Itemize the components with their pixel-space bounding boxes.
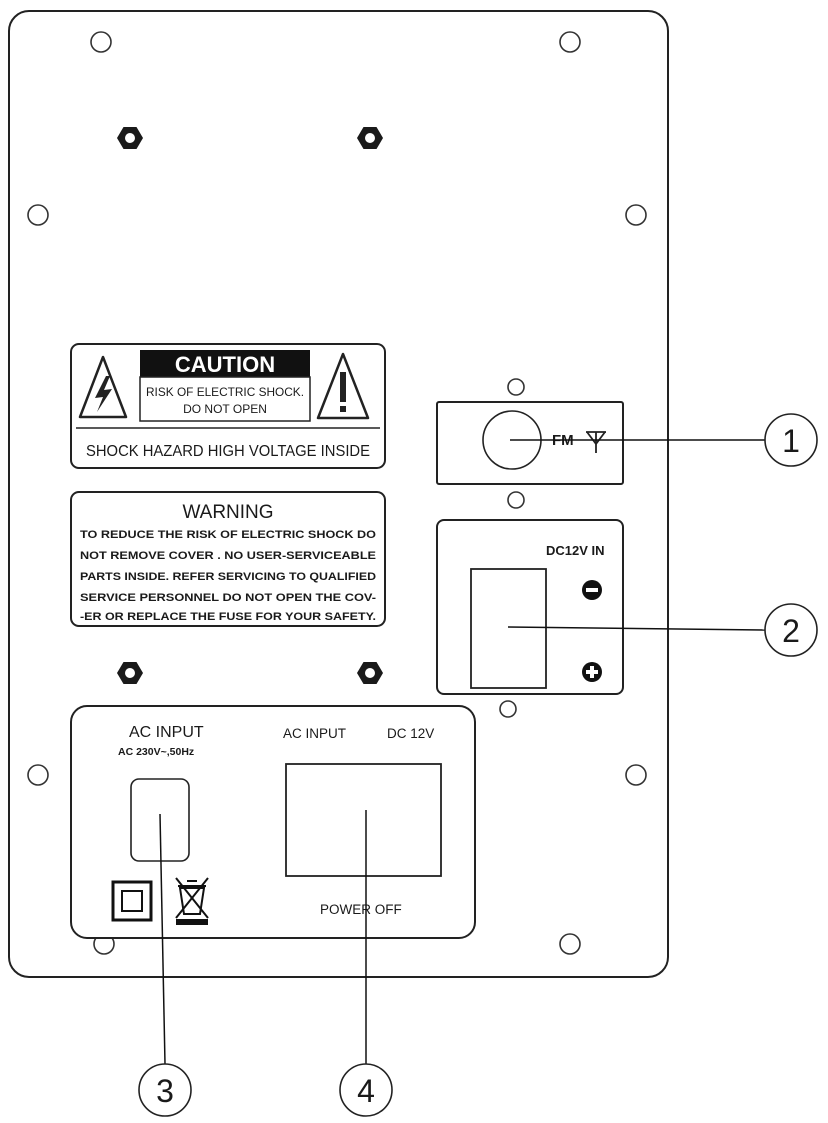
warning-label-frame [70,491,386,627]
leader-line-3 [159,813,166,1065]
caution-line-2: DO NOT OPEN [183,402,267,416]
power-selector-switch[interactable] [285,763,442,877]
callout-number: 3 [156,1073,174,1109]
caution-label: CAUTION RISK OF ELECTRIC SHOCK. DO NOT O… [70,343,386,469]
callout-2: 2 [764,603,818,657]
ac-input-title: AC INPUT [129,724,204,741]
caution-text-box [139,376,311,422]
screw-hole [625,204,647,226]
callout-4: 4 [339,1063,393,1117]
callout-circle [764,603,818,657]
exclamation-warning-icon [316,352,370,420]
switch-ac-label: AC INPUT [283,726,346,741]
power-off-label: POWER OFF [320,902,402,917]
switch-dc-label: DC 12V [387,726,434,741]
screw-hole [559,31,581,53]
callout-1: 1 [764,413,818,467]
warning-line: SERVICE PERSONNEL DO NOT OPEN THE COV- [80,592,376,604]
dc-label: DC12V IN [546,543,605,558]
hex-nut-icon [117,662,143,684]
screw-hole [27,204,49,226]
ac-input-panel: AC INPUT AC 230V~,50Hz AC INPUT DC 12V P… [70,705,476,939]
ac-input-rating: AC 230V~,50Hz [118,746,194,758]
callout-number: 1 [782,423,800,459]
warning-line: -ER OR REPLACE THE FUSE FOR YOUR SAFETY. [80,611,376,623]
warning-line: NOT REMOVE COVER . NO USER-SERVICEABLE [80,550,376,562]
caution-title-bar [140,350,310,377]
screw-hole [499,700,517,718]
antenna-icon [586,431,606,453]
callout-number: 4 [357,1073,375,1109]
warning-line: TO REDUCE THE RISK OF ELECTRIC SHOCK DO [80,529,377,541]
caution-line-1: RISK OF ELECTRIC SHOCK. [146,385,304,399]
caution-footer: SHOCK HAZARD HIGH VOLTAGE INSIDE [86,443,370,460]
hex-nuts [117,127,383,684]
callout-circle [339,1063,393,1117]
warning-title: WARNING [182,502,273,523]
hex-nut-icon [357,127,383,149]
fm-antenna-panel: FM [436,401,624,485]
dc-input-panel: DC12V IN − + [436,519,624,695]
double-insulation-icon [111,880,153,922]
minus-terminal-icon [582,580,602,600]
screw-hole [90,31,112,53]
warning-label: WARNING TO REDUCE THE RISK OF ELECTRIC S… [70,491,386,627]
callout-circle [764,413,818,467]
screw-hole [559,933,581,955]
callout-number: 2 [782,613,800,649]
weee-bin-icon [175,877,209,925]
lightning-warning-icon [78,355,128,419]
warning-line: PARTS INSIDE. REFER SERVICING TO QUALIFI… [80,571,376,583]
hex-nut-icon [357,662,383,684]
callout-3: 3 [138,1063,192,1117]
screw-hole [625,764,647,786]
screw-hole [507,491,525,509]
dc-terminal-block[interactable] [470,568,547,689]
screw-hole [507,378,525,396]
screw-hole [27,764,49,786]
plus-terminal-icon [582,662,602,682]
callout-circle [138,1063,192,1117]
hex-nut-icon [117,127,143,149]
caution-title: CAUTION [175,352,275,377]
leader-line-2 [507,626,766,631]
callout-leaders [159,439,766,1065]
